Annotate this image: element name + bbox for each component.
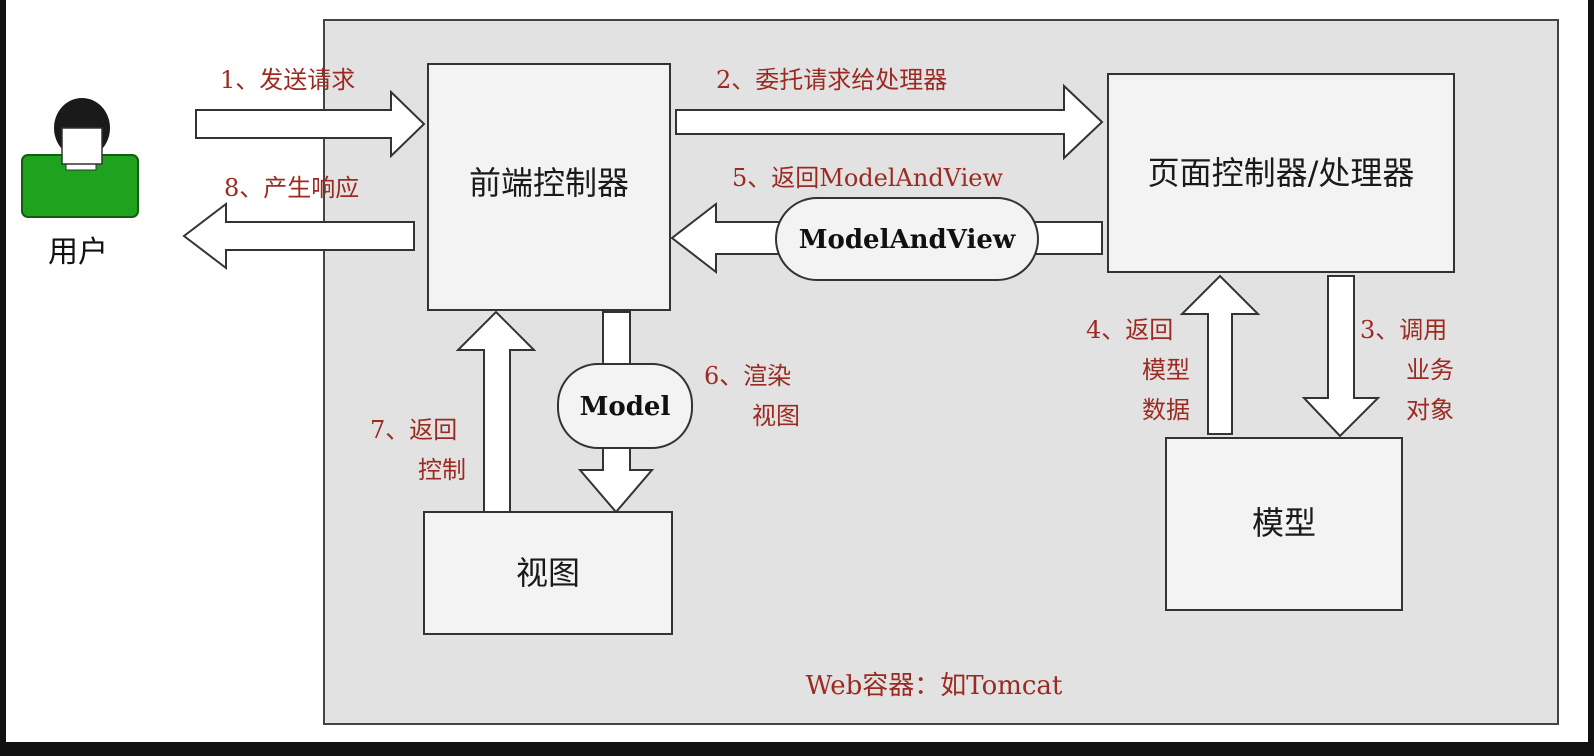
step-7-line2: 控制 [418,456,466,484]
step-6-line2: 视图 [752,402,800,430]
model-pill-label: Model [580,392,671,422]
arrow-response [182,201,415,271]
model-and-view-pill-label: ModelAndView [799,225,1016,255]
diagram-svg: 用户 1、发送请求 8、产生响应 前端控制器 2、委托请求给处理器 5、返回Mo… [21,19,1559,725]
step-3-line3: 对象 [1406,396,1454,424]
model-box [1165,437,1403,611]
step-3-line1: 3、调用 [1360,316,1447,344]
front-controller-box [427,63,671,311]
page-controller-label: 页面控制器/处理器 [1148,154,1415,192]
model-pill [557,363,693,449]
model-box-label: 模型 [1252,504,1316,542]
arrow-call-business-object [1301,275,1381,438]
step-3-line2: 业务 [1406,356,1454,384]
arrow-return-control [455,310,537,513]
container-caption: Web容器：如Tomcat [806,671,1063,701]
diagram-canvas: 用户 1、发送请求 8、产生响应 前端控制器 2、委托请求给处理器 5、返回Mo… [6,0,1588,742]
step-8-label: 8、产生响应 [224,174,359,202]
page-controller-box [1107,73,1455,273]
user-icon [21,98,139,218]
step-4-line3: 数据 [1142,396,1190,424]
model-and-view-pill [775,197,1039,281]
view-box [423,511,673,635]
step-6-line1: 6、渲染 [704,362,791,390]
step-7-line1: 7、返回 [370,416,457,444]
step-4-line2: 模型 [1142,356,1190,384]
step-5-label: 5、返回ModelAndView [732,164,1003,192]
step-4-line1: 4、返回 [1086,316,1173,344]
arrow-send-request [195,89,426,159]
front-controller-label: 前端控制器 [469,164,629,202]
step-1-label: 1、发送请求 [220,66,355,94]
arrow-delegate-request [675,83,1104,161]
arrow-return-model-data [1179,274,1261,435]
step-2-label: 2、委托请求给处理器 [716,66,947,94]
user-label: 用户 [48,235,108,270]
view-box-label: 视图 [516,554,580,592]
